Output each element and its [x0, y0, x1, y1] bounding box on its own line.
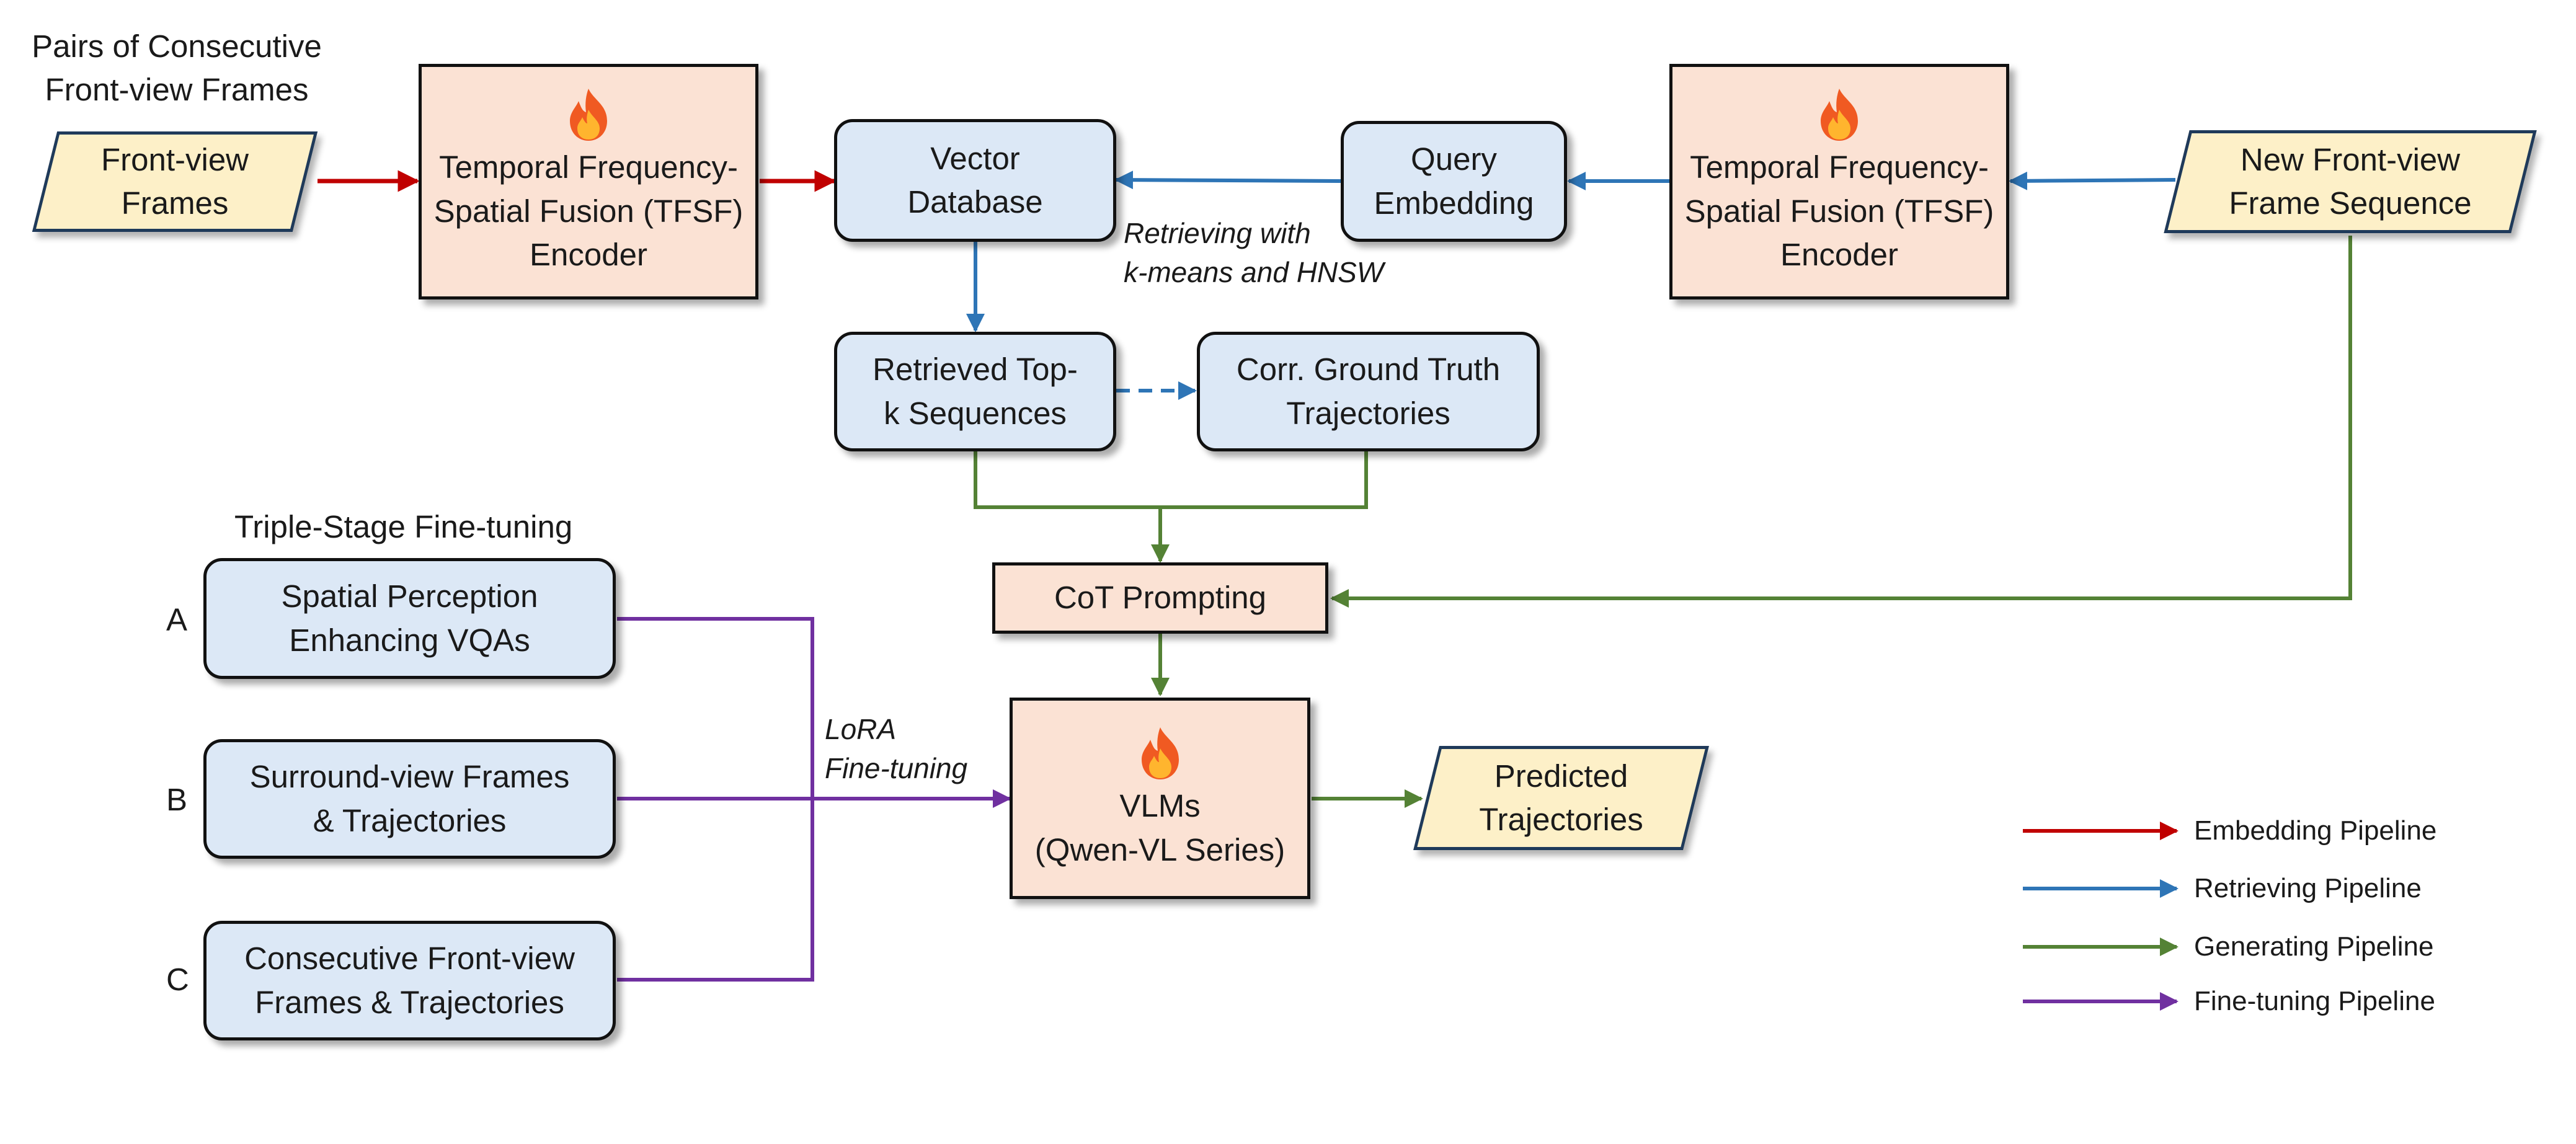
- stage-c-line-1: Consecutive Front-view: [244, 941, 575, 977]
- stage-a-line-2: Enhancing VQAs: [289, 622, 530, 658]
- stage-b-letter: B: [166, 782, 188, 817]
- retrieving-line-1: Retrieving with: [1124, 217, 1311, 249]
- stage-a-letter: A: [166, 602, 188, 637]
- predicted-line-1: Predicted: [1494, 758, 1628, 794]
- vlms-model: VLMs (Qwen-VL Series): [1010, 698, 1310, 899]
- vector-database-line-1: Vector: [930, 140, 1020, 176]
- stage-a-spatial-vqas: Spatial Perception Enhancing VQAs: [203, 558, 616, 679]
- stage-b-surround-view: Surround-view Frames & Trajectories: [203, 739, 616, 859]
- query-embedding: Query Embedding: [1341, 121, 1567, 242]
- stage-c-letter: C: [166, 962, 189, 997]
- lora-label: LoRA Fine-tuning: [825, 710, 967, 789]
- tfsf-left-line-2: Spatial Fusion (TFSF): [433, 193, 744, 229]
- legend-embedding: Embedding Pipeline: [2194, 815, 2437, 846]
- tfsf-left-line-1: Temporal Frequency-: [439, 149, 738, 185]
- arrow-newseq-to-cot: [1330, 236, 2352, 608]
- predicted-trajectories-output: Predicted Trajectories: [1413, 746, 1709, 850]
- arrow-newseq-to-encoder: [2009, 171, 2176, 190]
- retrieved-line-1: Retrieved Top-: [873, 352, 1078, 388]
- vlms-line-1: VLMs: [1119, 788, 1201, 824]
- stage-b-line-2: & Trajectories: [313, 802, 507, 838]
- front-view-frames-line-2: Frames: [121, 185, 229, 221]
- tfsf-right-line-3: Encoder: [1780, 237, 1898, 273]
- legend-finetuning: Fine-tuning Pipeline: [2194, 986, 2435, 1016]
- tfsf-right-line-1: Temporal Frequency-: [1690, 149, 1989, 185]
- header-title: Pairs of Consecutive Front-view Frames: [31, 25, 322, 112]
- retrieving-line-2: k-means and HNSW: [1124, 256, 1384, 289]
- legend-retrieving: Retrieving Pipeline: [2194, 873, 2422, 903]
- header-line-2: Front-view Frames: [45, 72, 309, 108]
- tfsf-encoder-right: Temporal Frequency- Spatial Fusion (TFSF…: [1669, 64, 2009, 299]
- stage-c-consecutive-frames: Consecutive Front-view Frames & Trajecto…: [203, 921, 616, 1040]
- tfsf-encoder-left: Temporal Frequency- Spatial Fusion (TFSF…: [419, 64, 758, 299]
- retrieved-line-2: k Sequences: [884, 395, 1067, 431]
- header-line-1: Pairs of Consecutive: [32, 29, 322, 64]
- vector-database-line-2: Database: [907, 184, 1043, 219]
- new-sequence-line-2: Frame Sequence: [2229, 185, 2472, 221]
- arrow-query-to-database: [1114, 171, 1341, 190]
- vlms-line-2: (Qwen-VL Series): [1034, 831, 1286, 867]
- flame-icon: [1814, 86, 1864, 142]
- ground-truth-trajectories: Corr. Ground Truth Trajectories: [1197, 332, 1540, 451]
- retrieved-topk-sequences: Retrieved Top- k Sequences: [834, 332, 1116, 451]
- front-view-frames-line-1: Front-view: [100, 141, 249, 177]
- stage-c-line-2: Frames & Trajectories: [255, 984, 564, 1020]
- legend-generating: Generating Pipeline: [2194, 931, 2434, 962]
- lora-line-2: Fine-tuning: [825, 752, 968, 785]
- ground-truth-line-2: Trajectories: [1286, 395, 1450, 431]
- ground-truth-line-1: Corr. Ground Truth: [1236, 352, 1501, 388]
- new-frame-sequence-input: New Front-view Frame Sequence: [2164, 130, 2537, 233]
- lora-line-1: LoRA: [825, 713, 897, 745]
- flame-icon: [1135, 725, 1185, 781]
- vector-database: Vector Database: [834, 119, 1116, 242]
- retrieving-label: Retrieving with k-means and HNSW: [1124, 214, 1383, 293]
- cot-prompting-label: CoT Prompting: [1054, 580, 1267, 616]
- tfsf-left-line-3: Encoder: [530, 237, 647, 273]
- query-embedding-line-1: Query: [1411, 141, 1497, 177]
- front-view-frames-input: Front-view Frames: [32, 131, 318, 232]
- stage-b-line-1: Surround-view Frames: [249, 759, 570, 795]
- query-embedding-line-2: Embedding: [1374, 185, 1534, 221]
- stage-a-line-1: Spatial Perception: [281, 579, 538, 614]
- flame-icon: [564, 86, 613, 142]
- new-sequence-line-1: New Front-view: [2240, 141, 2461, 177]
- tfsf-right-line-2: Spatial Fusion (TFSF): [1684, 193, 1994, 229]
- connector-retrieved-groundtruth-merge: [974, 451, 1368, 509]
- cot-prompting: CoT Prompting: [992, 562, 1328, 634]
- predicted-line-2: Trajectories: [1479, 802, 1643, 837]
- finetune-title: Triple-Stage Fine-tuning: [234, 509, 573, 544]
